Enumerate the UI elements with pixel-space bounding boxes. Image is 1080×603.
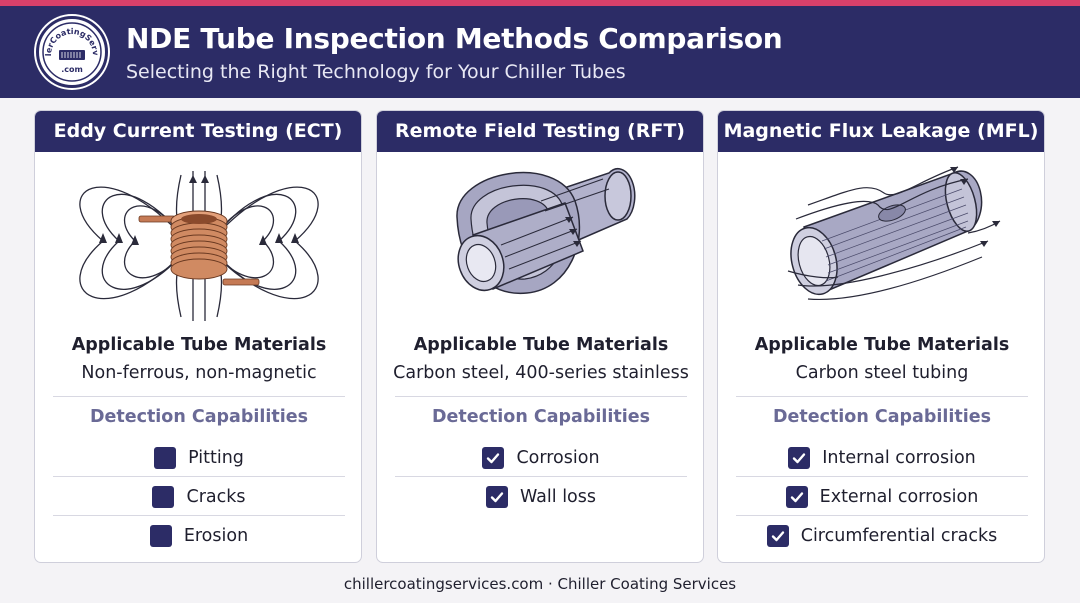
detection-label: Detection Capabilities [772,407,992,427]
divider [395,396,687,397]
capability-item: Pitting [53,438,345,477]
card-title: Magnetic Flux Leakage (MFL) [718,111,1044,152]
materials-label: Applicable Tube Materials [413,335,669,355]
capability-label: Cracks [186,486,246,507]
coil-field-illustration [35,161,361,331]
capability-label: Circumferential cracks [800,525,998,546]
capability-label: Wall loss [520,486,596,507]
card-title: Eddy Current Testing (ECT) [35,111,361,152]
accent-bar [0,0,1080,6]
tube-flange-illustration [377,161,703,331]
capability-label: Erosion [183,525,249,546]
capability-item: Erosion [53,516,345,555]
divider [53,476,345,477]
detection-label: Detection Capabilities [431,407,651,427]
divider [736,476,1028,477]
materials-label: Applicable Tube Materials [71,335,327,355]
divider [736,396,1028,397]
page-title: NDE Tube Inspection Methods Comparison [126,22,783,55]
capability-item: Wall loss [395,477,687,516]
capability-label: Pitting [188,447,244,468]
divider [395,476,687,477]
check-icon [788,446,811,469]
detection-label: Detection Capabilities [89,407,309,427]
capability-item: Cracks [53,477,345,516]
capability-label: Corrosion [516,447,600,468]
check-icon [486,485,508,508]
capability-item: External corrosion [736,477,1028,516]
card-mfl: Magnetic Flux Leakage (MFL) [717,110,1045,563]
capability-label: External corrosion [819,486,979,507]
card-rft: Remote Field Testing (RFT) [376,110,704,563]
materials-value: Carbon steel tubing [795,363,969,383]
divider [736,515,1028,516]
card-title: Remote Field Testing (RFT) [377,111,703,152]
check-icon [766,524,789,547]
materials-value: Carbon steel, 400-series stainless [393,363,689,383]
capability-item: Circumferential cracks [736,516,1028,555]
tube-flux-illustration [718,161,1044,331]
card-ect: Eddy Current Testing (ECT) [34,110,362,563]
check-icon [482,446,505,469]
capability-item: Internal corrosion [736,438,1028,477]
checkbox-icon [149,524,172,547]
page-subtitle: Selecting the Right Technology for Your … [126,61,626,83]
checkbox-icon [154,446,177,469]
materials-value: Non-ferrous, non-magnetic [81,363,317,383]
capability-item: Corrosion [395,438,687,477]
logo-suffix: .com [61,65,83,74]
divider [53,515,345,516]
divider [53,396,345,397]
checkbox-icon [152,485,175,508]
footer-text: chillercoatingservices.com · Chiller Coa… [343,575,737,593]
materials-label: Applicable Tube Materials [754,335,1010,355]
capability-label: Internal corrosion [822,447,976,468]
check-icon [785,485,808,508]
